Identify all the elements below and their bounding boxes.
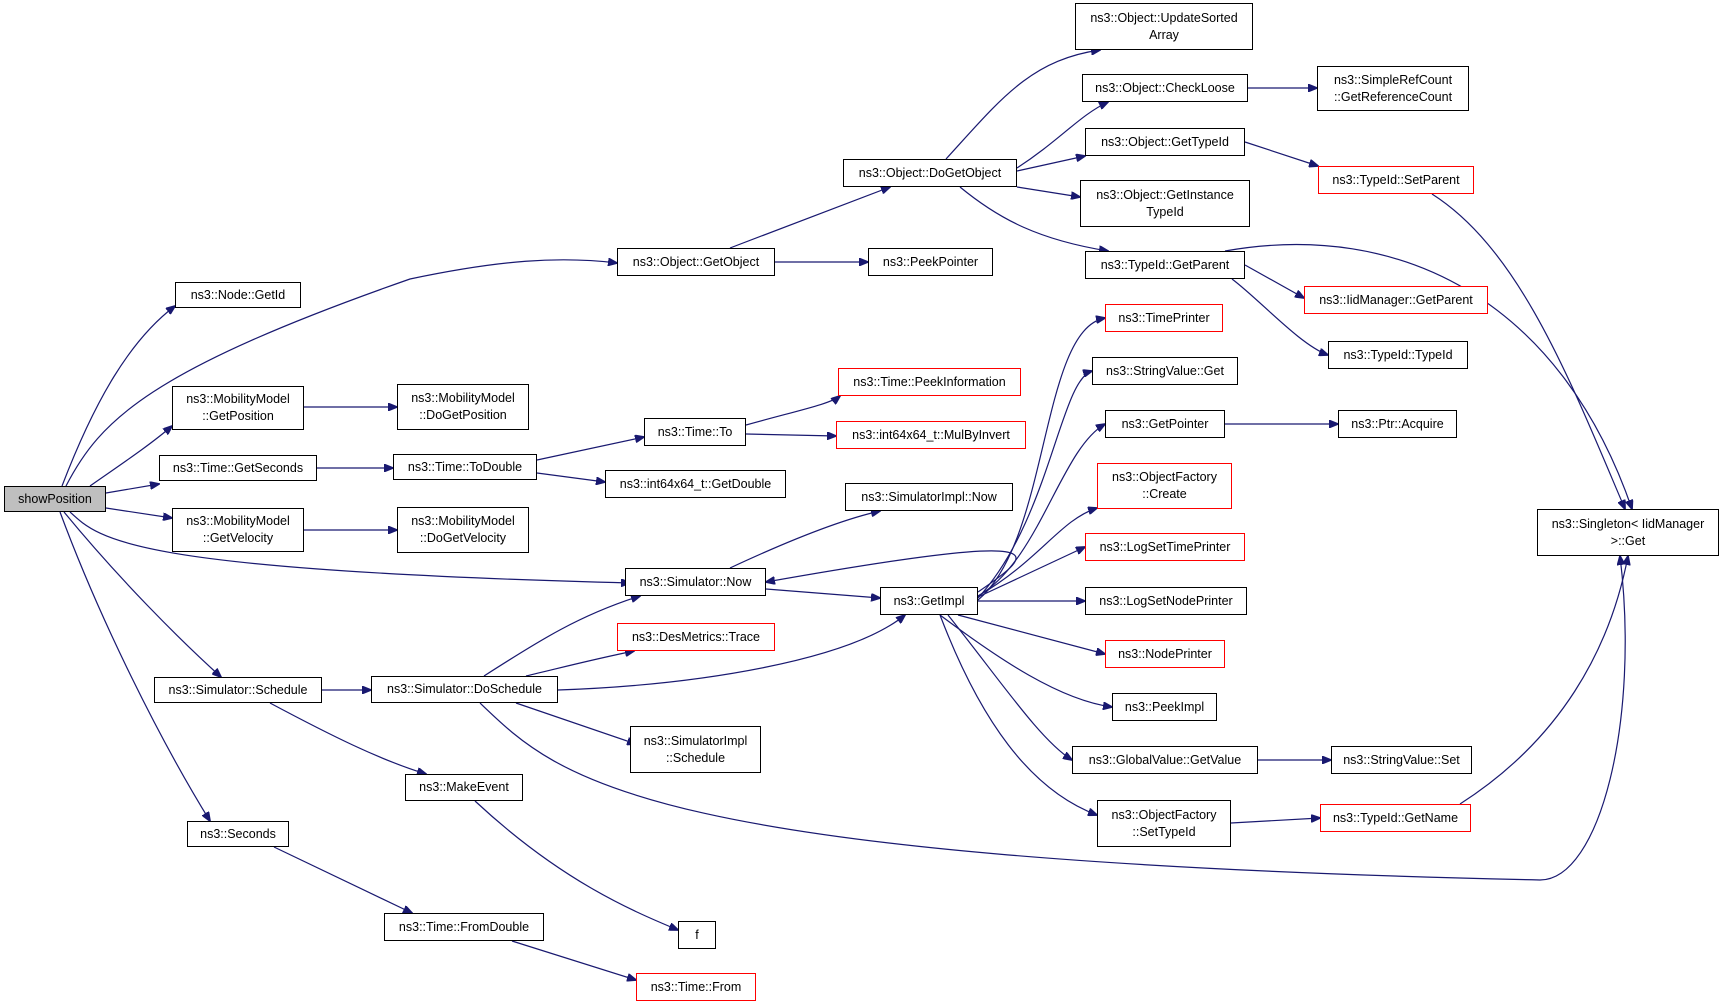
call-edge — [1244, 141, 1318, 166]
call-edge — [957, 614, 1105, 654]
node-time-todouble[interactable]: ns3::Time::ToDouble — [393, 454, 537, 480]
call-edge — [745, 434, 836, 436]
node-getimpl[interactable]: ns3::GetImpl — [880, 587, 978, 615]
call-edge — [59, 511, 210, 821]
node-iidmanager-getparent[interactable]: ns3::IidManager::GetParent — [1304, 286, 1488, 314]
node-typeid-getparent[interactable]: ns3::TypeId::GetParent — [1085, 251, 1245, 279]
node-object-getinstancetypeid[interactable]: ns3::Object::GetInstance TypeId — [1080, 180, 1250, 227]
call-edge — [1431, 193, 1625, 509]
call-edge — [1231, 278, 1328, 355]
node-time-to[interactable]: ns3::Time::To — [644, 418, 746, 446]
node-int64x64-mulbyinvert[interactable]: ns3::int64x64_t::MulByInvert — [836, 421, 1026, 449]
node-node-getid[interactable]: ns3::Node::GetId — [175, 282, 301, 308]
node-simulatorimpl-schedule[interactable]: ns3::SimulatorImpl ::Schedule — [630, 726, 761, 773]
call-edge — [557, 615, 905, 691]
call-edge — [1016, 156, 1085, 172]
node-time-getseconds[interactable]: ns3::Time::GetSeconds — [159, 455, 317, 481]
call-edge — [536, 437, 644, 461]
node-typeid-getname[interactable]: ns3::TypeId::GetName — [1320, 804, 1471, 832]
call-edge — [1016, 186, 1080, 197]
node-simulatorimpl-now[interactable]: ns3::SimulatorImpl::Now — [845, 483, 1013, 511]
node-object-gettypeid[interactable]: ns3::Object::GetTypeId — [1085, 128, 1245, 156]
call-edge — [1459, 556, 1628, 805]
call-edge — [947, 614, 1072, 760]
call-edge — [977, 508, 1097, 597]
node-object-dogetobject[interactable]: ns3::Object::DoGetObject — [843, 159, 1017, 187]
call-edge — [515, 702, 636, 744]
node-mobilitymodel-dogetvelocity[interactable]: ns3::MobilityModel ::DoGetVelocity — [397, 507, 529, 553]
call-edge — [273, 846, 412, 913]
node-f[interactable]: f — [678, 921, 716, 949]
node-time-from[interactable]: ns3::Time::From — [636, 973, 756, 1001]
call-edge — [1224, 244, 1632, 509]
node-typeid-typeid[interactable]: ns3::TypeId::TypeId — [1328, 341, 1468, 369]
call-edge — [729, 187, 890, 249]
call-edge — [89, 426, 172, 487]
call-edge — [745, 396, 840, 426]
call-edge — [474, 800, 678, 930]
call-edge — [105, 507, 172, 518]
node-typeid-setparent[interactable]: ns3::TypeId::SetParent — [1318, 166, 1474, 194]
call-edge — [61, 306, 175, 487]
call-edge — [945, 50, 1100, 160]
node-time-peekinformation[interactable]: ns3::Time::PeekInformation — [838, 368, 1021, 396]
node-nodeprinter[interactable]: ns3::NodePrinter — [1105, 640, 1225, 668]
call-edge — [65, 260, 617, 487]
node-desmetrics-trace[interactable]: ns3::DesMetrics::Trace — [617, 623, 775, 651]
call-edge — [1244, 264, 1304, 298]
node-logsetnodeprinter[interactable]: ns3::LogSetNodePrinter — [1085, 587, 1247, 615]
call-edge — [729, 511, 880, 569]
call-edge — [536, 472, 605, 482]
node-simulator-schedule[interactable]: ns3::Simulator::Schedule — [154, 677, 322, 703]
call-edge — [939, 614, 1112, 707]
node-timeprinter[interactable]: ns3::TimePrinter — [1105, 304, 1223, 332]
node-object-updatesortedarray[interactable]: ns3::Object::UpdateSorted Array — [1075, 3, 1253, 50]
call-edge — [939, 614, 1097, 815]
node-seconds[interactable]: ns3::Seconds — [187, 821, 289, 847]
node-showposition: showPosition — [4, 486, 106, 512]
call-edge — [977, 371, 1092, 599]
node-makeevent[interactable]: ns3::MakeEvent — [405, 774, 523, 801]
node-stringvalue-set[interactable]: ns3::StringValue::Set — [1331, 746, 1472, 774]
node-int64x64-getdouble[interactable]: ns3::int64x64_t::GetDouble — [605, 470, 786, 498]
node-simulator-doschedule[interactable]: ns3::Simulator::DoSchedule — [371, 676, 558, 703]
call-edge — [959, 186, 1108, 251]
node-mobilitymodel-dogetposition[interactable]: ns3::MobilityModel ::DoGetPosition — [397, 384, 529, 430]
node-simulator-now[interactable]: ns3::Simulator::Now — [625, 568, 766, 596]
node-peekpointer[interactable]: ns3::PeekPointer — [868, 248, 993, 276]
call-edge — [977, 547, 1085, 598]
node-mobilitymodel-getposition[interactable]: ns3::MobilityModel ::GetPosition — [172, 386, 304, 430]
node-objectfactory-settypeid[interactable]: ns3::ObjectFactory ::SetTypeId — [1097, 800, 1231, 847]
call-edge — [479, 556, 1626, 881]
node-object-getobject[interactable]: ns3::Object::GetObject — [617, 248, 775, 276]
node-simplerefcount-getreferencecount[interactable]: ns3::SimpleRefCount ::GetReferenceCount — [1317, 66, 1469, 111]
call-edge — [511, 940, 636, 980]
node-getpointer[interactable]: ns3::GetPointer — [1105, 410, 1225, 438]
call-edge — [977, 318, 1105, 601]
call-edge — [105, 484, 159, 494]
node-globalvalue-getvalue[interactable]: ns3::GlobalValue::GetValue — [1072, 746, 1258, 774]
call-edge — [525, 651, 634, 677]
node-mobilitymodel-getvelocity[interactable]: ns3::MobilityModel ::GetVelocity — [172, 508, 304, 552]
node-ptr-acquire[interactable]: ns3::Ptr::Acquire — [1338, 410, 1457, 438]
call-edge — [766, 550, 1017, 593]
node-peekimpl[interactable]: ns3::PeekImpl — [1112, 693, 1217, 721]
call-edge — [977, 424, 1105, 597]
node-objectfactory-create[interactable]: ns3::ObjectFactory ::Create — [1097, 463, 1232, 509]
node-singleton-iidmanager-get[interactable]: ns3::Singleton< IidManager >::Get — [1537, 509, 1719, 556]
node-object-checkloose[interactable]: ns3::Object::CheckLoose — [1082, 74, 1248, 102]
node-time-fromdouble[interactable]: ns3::Time::FromDouble — [384, 913, 544, 941]
call-edge — [1016, 102, 1108, 169]
node-logsettimeprinter[interactable]: ns3::LogSetTimePrinter — [1085, 533, 1245, 561]
node-stringvalue-get[interactable]: ns3::StringValue::Get — [1092, 357, 1238, 385]
call-edge — [63, 511, 221, 677]
call-edge — [69, 511, 630, 583]
call-edge — [483, 596, 640, 677]
call-edge — [269, 702, 426, 774]
call-edge — [765, 588, 880, 598]
call-edge — [1230, 818, 1320, 824]
